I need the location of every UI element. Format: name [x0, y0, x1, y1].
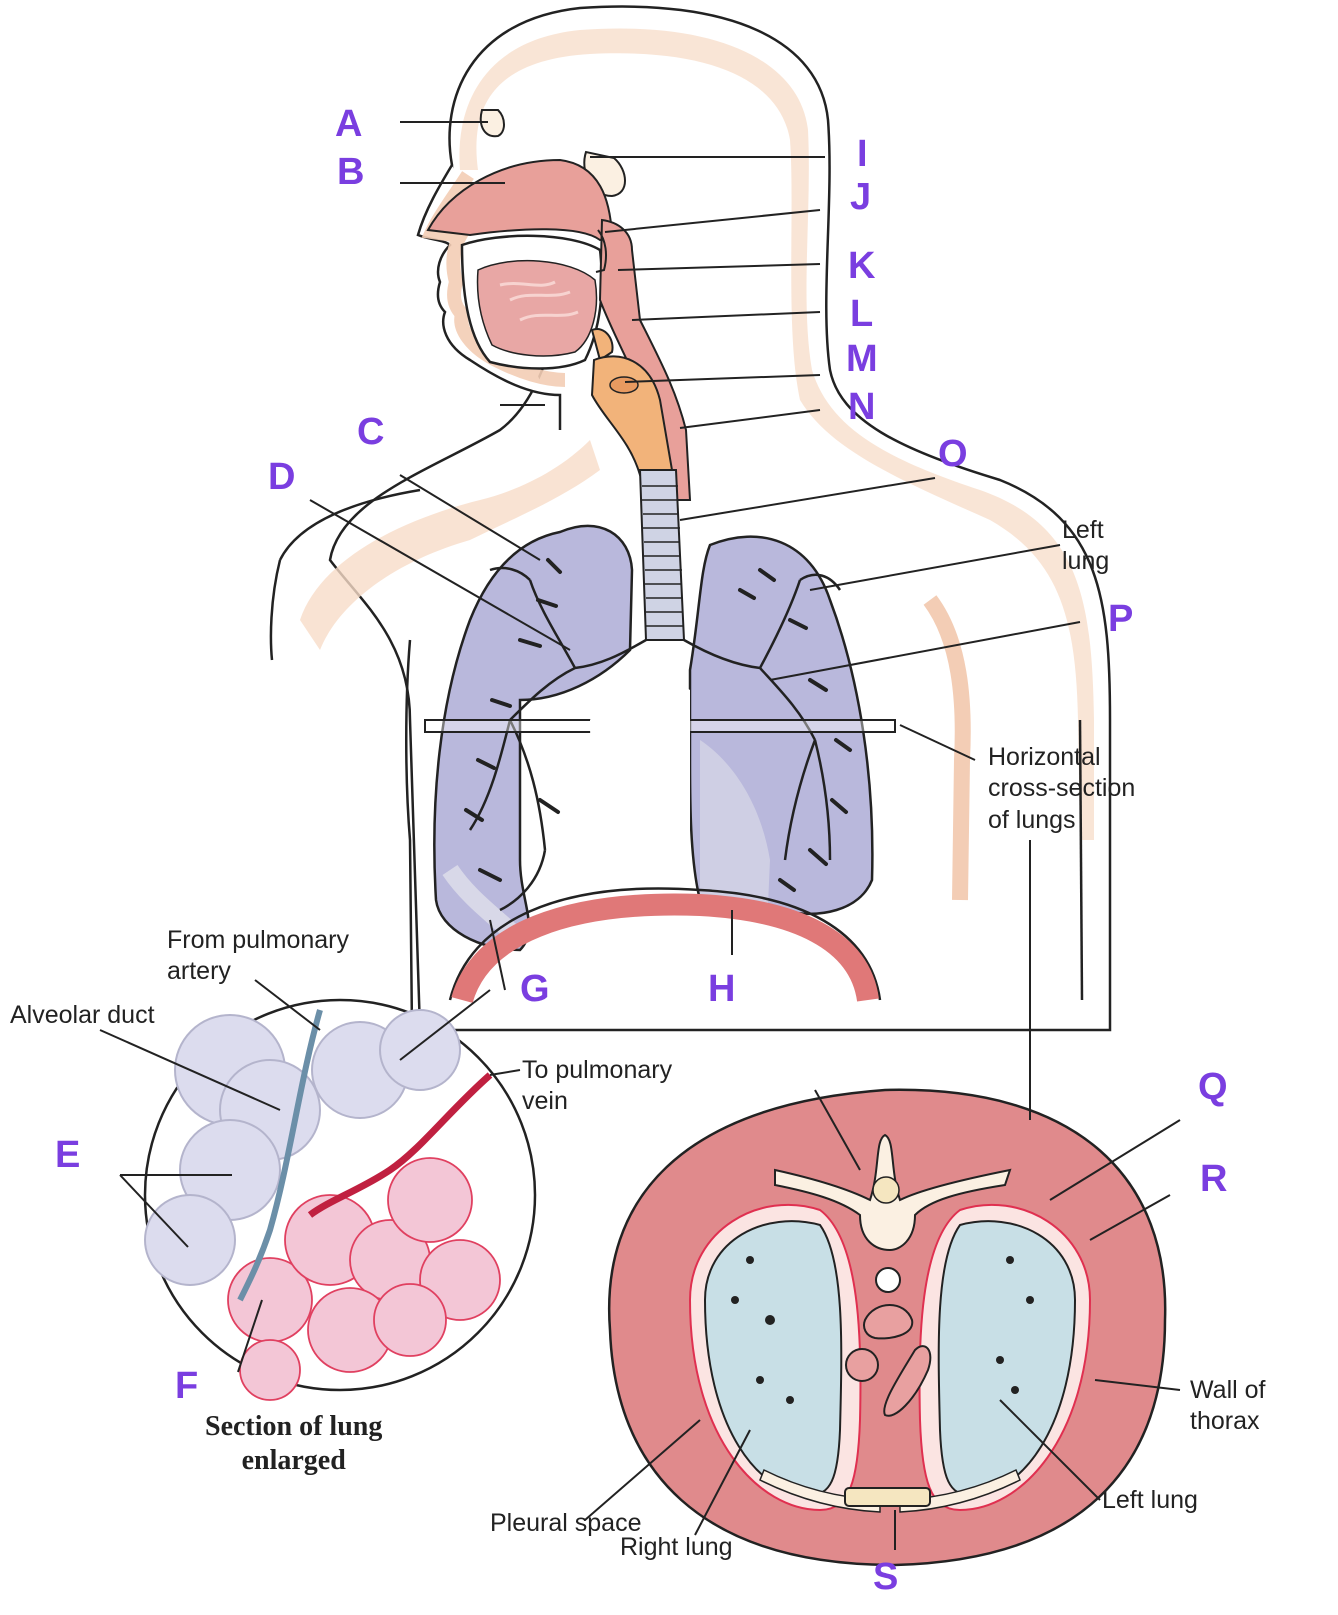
- label-k: K: [848, 247, 875, 285]
- label-g: G: [520, 970, 550, 1008]
- vocal-cords: [610, 377, 638, 393]
- caption-from-pulmonary-artery: From pulmonary artery: [167, 925, 349, 988]
- caption-pleural-space: Pleural space: [490, 1508, 641, 1539]
- alveoli-enlarged-view: [145, 1000, 535, 1400]
- label-s: S: [873, 1558, 898, 1596]
- trachea: [640, 470, 684, 640]
- tongue: [478, 261, 597, 356]
- esophagus-section: [876, 1268, 900, 1292]
- label-n: N: [848, 388, 875, 426]
- label-h: H: [708, 970, 735, 1008]
- caption-wall-of-thorax: Wall of thorax: [1190, 1375, 1265, 1438]
- label-i: I: [857, 135, 868, 173]
- label-a: A: [335, 105, 362, 143]
- thorax-cross-section: [609, 1090, 1165, 1565]
- label-p: P: [1108, 600, 1133, 638]
- frontal-sinus: [481, 110, 504, 136]
- label-e: E: [55, 1136, 80, 1174]
- caption-left-lung-top: Left lung: [1062, 515, 1109, 578]
- label-l: L: [850, 295, 873, 333]
- caption-left-lung-bottom: Left lung: [1102, 1485, 1198, 1516]
- sternum: [845, 1488, 930, 1506]
- caption-section-of-lung-enlarged: Section of lung enlarged: [205, 1410, 382, 1477]
- label-b: B: [337, 153, 364, 191]
- caption-horizontal-cross-section: Horizontal cross-section of lungs: [988, 742, 1135, 836]
- caption-to-pulmonary-vein: To pulmonary vein: [522, 1055, 672, 1118]
- caption-alveolar-duct: Alveolar duct: [10, 1000, 155, 1031]
- label-c: C: [357, 413, 384, 451]
- label-q: Q: [1198, 1068, 1228, 1106]
- caption-right-lung: Right lung: [620, 1532, 733, 1563]
- label-d: D: [268, 458, 295, 496]
- label-m: M: [846, 340, 878, 378]
- label-f: F: [175, 1367, 198, 1405]
- label-o: O: [938, 435, 968, 473]
- label-r: R: [1200, 1160, 1227, 1198]
- label-j: J: [850, 178, 871, 216]
